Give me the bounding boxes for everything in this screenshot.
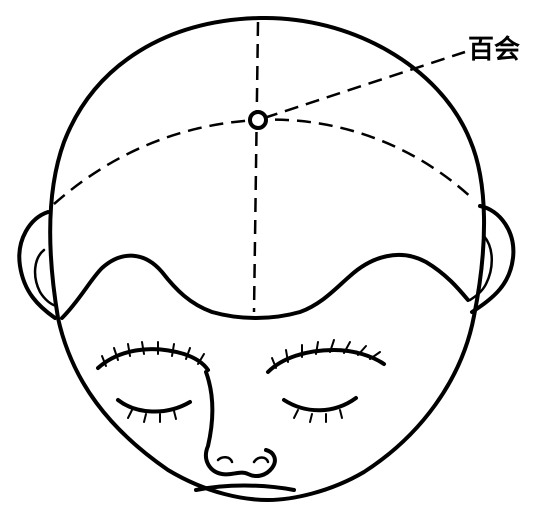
ear-to-ear-dashed-arc xyxy=(54,120,474,204)
left-eye-closed xyxy=(118,400,190,422)
baihui-point-marker xyxy=(250,112,266,128)
right-eye-closed xyxy=(284,398,356,422)
mouth xyxy=(196,486,294,491)
right-eyebrow xyxy=(268,340,384,372)
left-eyebrow xyxy=(98,342,208,370)
hairline xyxy=(62,255,468,318)
baihui-label: 百会 xyxy=(468,35,520,65)
nose xyxy=(206,372,275,476)
midline-dashed xyxy=(254,22,258,312)
